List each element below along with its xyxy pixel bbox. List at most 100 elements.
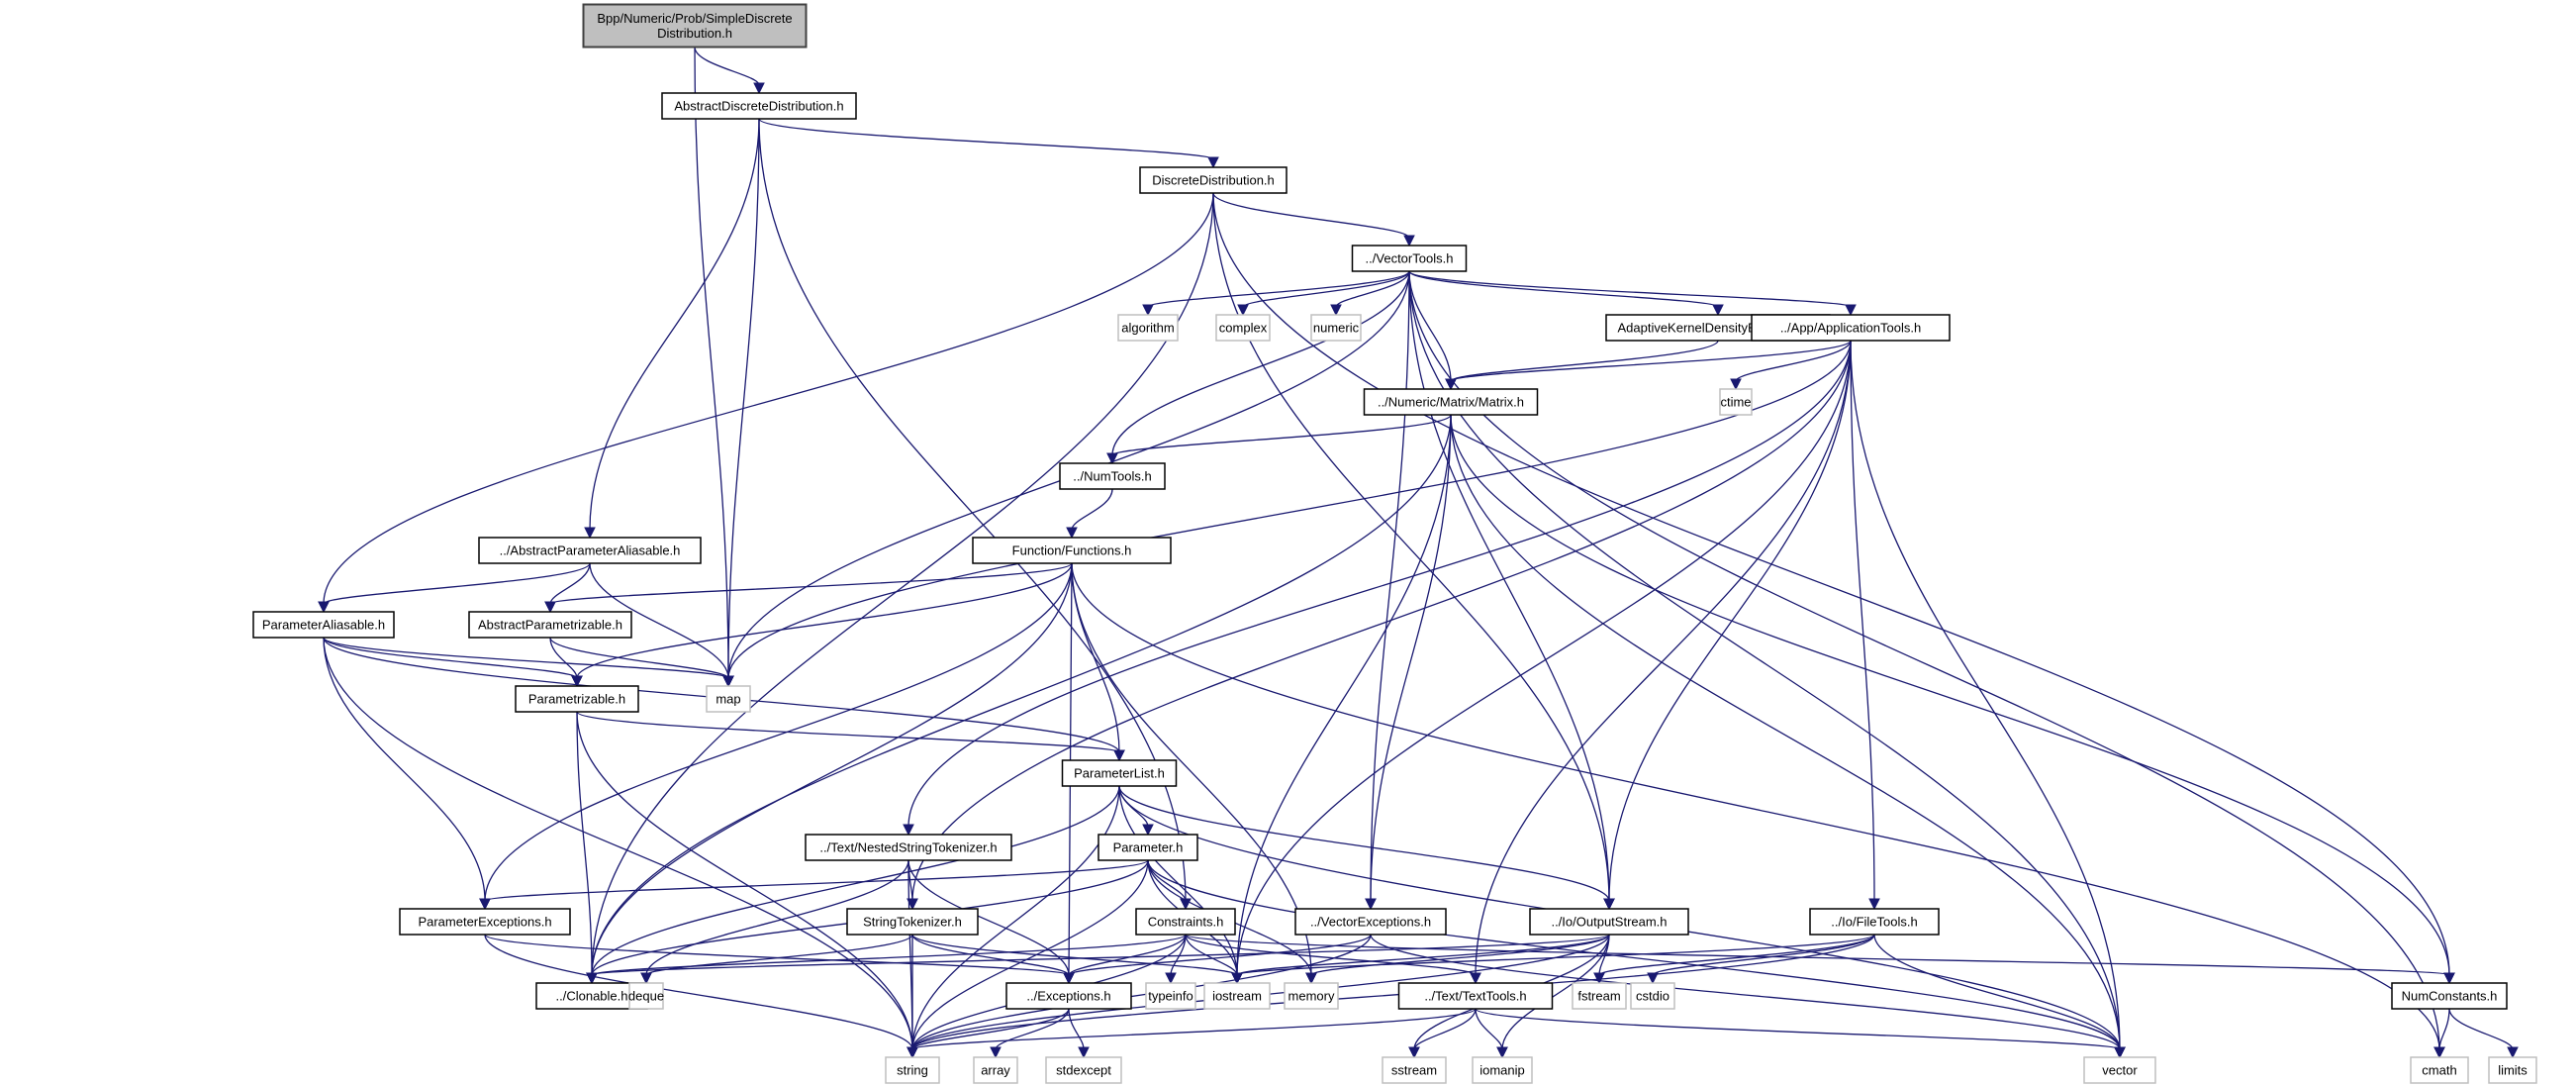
edge-matrix-to-numc	[1450, 414, 2450, 976]
node-numc[interactable]: NumConstants.h	[2391, 982, 2508, 1010]
node-label: ParameterAliasable.h	[262, 618, 385, 633]
node-label: StringTokenizer.h	[863, 915, 962, 930]
edge-st-to-exc	[911, 934, 1070, 976]
node-box	[582, 3, 808, 49]
edge-pexc-to-exc	[484, 934, 1070, 976]
node-label: stdexcept	[1056, 1063, 1111, 1078]
edge-param-to-pexc	[484, 859, 1149, 902]
edge-app-to-tt	[1475, 340, 1852, 976]
node-sstream: sstream	[1382, 1056, 1447, 1084]
node-box	[1382, 1056, 1447, 1084]
arrowhead-cons-to-typeinfo	[1165, 972, 1177, 985]
node-deque: deque	[628, 982, 664, 1010]
node-label: ../Io/FileTools.h	[1831, 915, 1917, 930]
node-label: ../Text/NestedStringTokenizer.h	[819, 840, 997, 855]
node-label: ../VectorExceptions.h	[1310, 915, 1431, 930]
node-func[interactable]: Function/Functions.h	[972, 537, 1172, 564]
arrowhead-apa-to-pa	[318, 601, 330, 614]
node-box	[478, 537, 702, 564]
arrowhead-app-to-ft	[1868, 898, 1880, 911]
node-st[interactable]: StringTokenizer.h	[846, 908, 979, 936]
edge-cons-to-typeinfo	[1170, 934, 1187, 976]
arrowhead-matrix-to-vexc	[1365, 898, 1377, 911]
arrowhead-numc-to-limits	[2507, 1046, 2519, 1059]
edge-func-to-ap	[549, 562, 1073, 605]
edge-pa-to-string	[323, 637, 913, 1050]
node-plist[interactable]: ParameterList.h	[1061, 759, 1178, 787]
node-pa[interactable]: ParameterAliasable.h	[252, 611, 395, 639]
node-label: AbstractDiscreteDistribution.h	[674, 99, 843, 114]
arrowhead-func-to-ap	[544, 601, 556, 614]
node-ap[interactable]: AbstractParametrizable.h	[468, 611, 632, 639]
node-add[interactable]: AbstractDiscreteDistribution.h	[661, 92, 857, 120]
node-box	[1215, 314, 1271, 342]
node-label: ../Exceptions.h	[1026, 989, 1110, 1004]
node-label: iomanip	[1479, 1063, 1525, 1078]
node-cons[interactable]: Constraints.h	[1135, 908, 1236, 936]
arrowhead-numtools-to-func	[1066, 527, 1078, 540]
node-root[interactable]: Bpp/Numeric/Prob/SimpleDiscreteDistribut…	[582, 3, 808, 49]
node-box	[885, 1056, 940, 1084]
node-box	[1059, 462, 1166, 490]
node-box	[1005, 982, 1132, 1010]
edge-os-to-iostream	[1236, 934, 1610, 976]
edge-cons-to-tt	[1185, 934, 1477, 976]
edge-tt-to-iomanip	[1475, 1008, 1503, 1050]
edge-matrix-to-numtools	[1111, 414, 1452, 456]
node-tt[interactable]: ../Text/TextTools.h	[1397, 982, 1554, 1010]
node-numtools[interactable]: ../NumTools.h	[1059, 462, 1166, 490]
node-label: numeric	[1313, 321, 1360, 336]
edge-pa-to-ptz	[323, 637, 578, 679]
node-app[interactable]: ../App/ApplicationTools.h	[1751, 314, 1951, 342]
node-ft[interactable]: ../Io/FileTools.h	[1809, 908, 1940, 936]
node-box	[515, 685, 639, 713]
node-apa[interactable]: ../AbstractParameterAliasable.h	[478, 537, 702, 564]
node-memory: memory	[1284, 982, 1339, 1010]
node-vt[interactable]: ../VectorTools.h	[1351, 245, 1468, 272]
arrowhead-plist-to-os	[1603, 898, 1615, 911]
edge-app-to-ft	[1850, 340, 1875, 902]
edge-dd-to-os	[1212, 192, 1610, 902]
node-label: sstream	[1391, 1063, 1437, 1078]
node-box	[1472, 1056, 1533, 1084]
node-label: ../App/ApplicationTools.h	[1780, 321, 1921, 336]
node-exc[interactable]: ../Exceptions.h	[1005, 982, 1132, 1010]
node-box	[1529, 908, 1689, 936]
node-os[interactable]: ../Io/OutputStream.h	[1529, 908, 1689, 936]
arrowhead-ft-to-fstream	[1593, 972, 1605, 985]
node-box	[1751, 314, 1951, 342]
edge-matrix-to-vector	[1450, 414, 2121, 1050]
node-label: deque	[628, 989, 664, 1004]
node-label: fstream	[1577, 989, 1620, 1004]
edge-matrix-to-vexc	[1370, 414, 1452, 902]
arrowhead-tt-to-iomanip	[1496, 1046, 1508, 1059]
node-cstdio: cstdio	[1630, 982, 1675, 1010]
edge-tt-to-vector	[1475, 1008, 2121, 1050]
node-cmath: cmath	[2410, 1056, 2469, 1084]
edge-pa-to-map	[323, 637, 729, 679]
node-ptz[interactable]: Parametrizable.h	[515, 685, 639, 713]
arrowhead-add-to-apa	[584, 527, 596, 540]
arrowhead-ft-to-iostream	[1231, 972, 1243, 985]
edge-vt-to-numeric	[1335, 270, 1410, 308]
edge-dd-to-pa	[323, 192, 1214, 605]
arrowhead-plist-to-param	[1142, 824, 1154, 837]
node-nst[interactable]: ../Text/NestedStringTokenizer.h	[805, 834, 1012, 861]
edge-app-to-iostream	[1236, 340, 1852, 976]
node-label: AbstractParametrizable.h	[478, 618, 622, 633]
node-label: Parameter.h	[1113, 840, 1184, 855]
edge-vexc-to-vector	[1370, 934, 2121, 1050]
node-label: ParameterExceptions.h	[418, 915, 551, 930]
edge-ap-to-ptz	[549, 637, 578, 679]
node-box	[1363, 388, 1539, 416]
node-dd[interactable]: DiscreteDistribution.h	[1139, 166, 1288, 194]
node-label: ../Text/TextTools.h	[1424, 989, 1526, 1004]
node-vector: vector	[2083, 1056, 2156, 1084]
node-param[interactable]: Parameter.h	[1097, 834, 1198, 861]
arrowhead-ptz-to-plist	[1113, 749, 1125, 762]
arrowhead-st-to-deque	[640, 972, 652, 985]
node-pexc[interactable]: ParameterExceptions.h	[399, 908, 571, 936]
node-matrix[interactable]: ../Numeric/Matrix/Matrix.h	[1363, 388, 1539, 416]
node-vexc[interactable]: ../VectorExceptions.h	[1294, 908, 1447, 936]
edge-param-to-string	[911, 859, 1149, 1050]
